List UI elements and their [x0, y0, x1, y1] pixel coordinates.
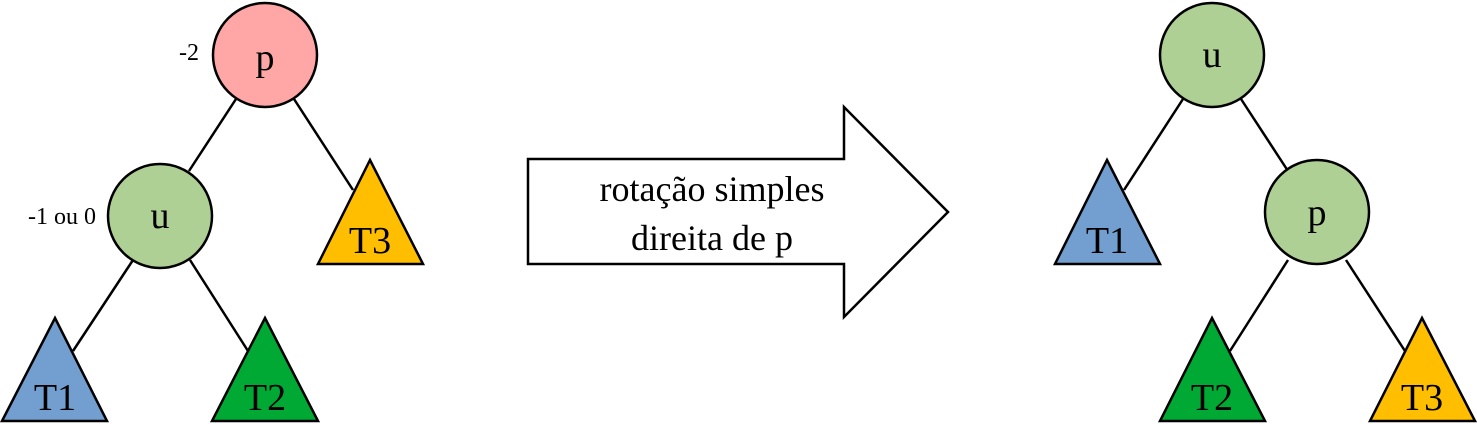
arrow-text-line1: rotação simples: [600, 169, 825, 209]
edge-u-t1: [71, 259, 135, 352]
left-subtree-t3: [315, 157, 426, 266]
edge-p-t3-right: [1344, 259, 1407, 352]
edge-u-t2: [188, 259, 250, 352]
left-subtree-t3-label: T3: [349, 220, 391, 262]
left-subtree-t1: [0, 315, 110, 423]
right-tree: u T1 p T2 T3: [1052, 1, 1477, 423]
edge-u-p-right: [1239, 98, 1290, 172]
right-subtree-t1-label: T1: [1086, 220, 1128, 262]
rotation-arrow: rotação simples direita de p: [526, 103, 950, 321]
right-node-u-label: u: [1203, 34, 1222, 76]
arrow-text-line2: direita de p: [631, 218, 793, 258]
right-subtree-t3: [1367, 315, 1477, 423]
right-node-p-label: p: [1308, 192, 1327, 234]
left-node-u-balance: -1 ou 0: [28, 204, 96, 230]
right-subtree-t1: [1052, 157, 1163, 266]
left-node-u: [106, 162, 214, 270]
left-subtree-t2: [209, 315, 321, 423]
edge-u-t1-right: [1122, 98, 1185, 191]
right-node-u: [1158, 1, 1266, 109]
left-node-p: [211, 1, 319, 109]
edge-p-t3: [292, 98, 355, 191]
left-node-u-label: u: [151, 195, 170, 237]
left-node-p-balance: -2: [179, 40, 199, 66]
right-subtree-t2: [1157, 315, 1268, 423]
left-node-p-label: p: [256, 37, 275, 79]
right-subtree-t3-label: T3: [1401, 377, 1443, 419]
right-subtree-t2-label: T2: [1191, 377, 1233, 419]
left-subtree-t2-label: T2: [244, 377, 286, 419]
edge-p-u: [187, 98, 238, 172]
edge-p-t2-right: [1228, 259, 1290, 352]
right-node-p: [1263, 158, 1371, 266]
arrow-shape: [526, 103, 950, 321]
left-subtree-t1-label: T1: [34, 377, 76, 419]
left-tree: p -2 u -1 ou 0 T3 T1 T2: [0, 1, 426, 423]
